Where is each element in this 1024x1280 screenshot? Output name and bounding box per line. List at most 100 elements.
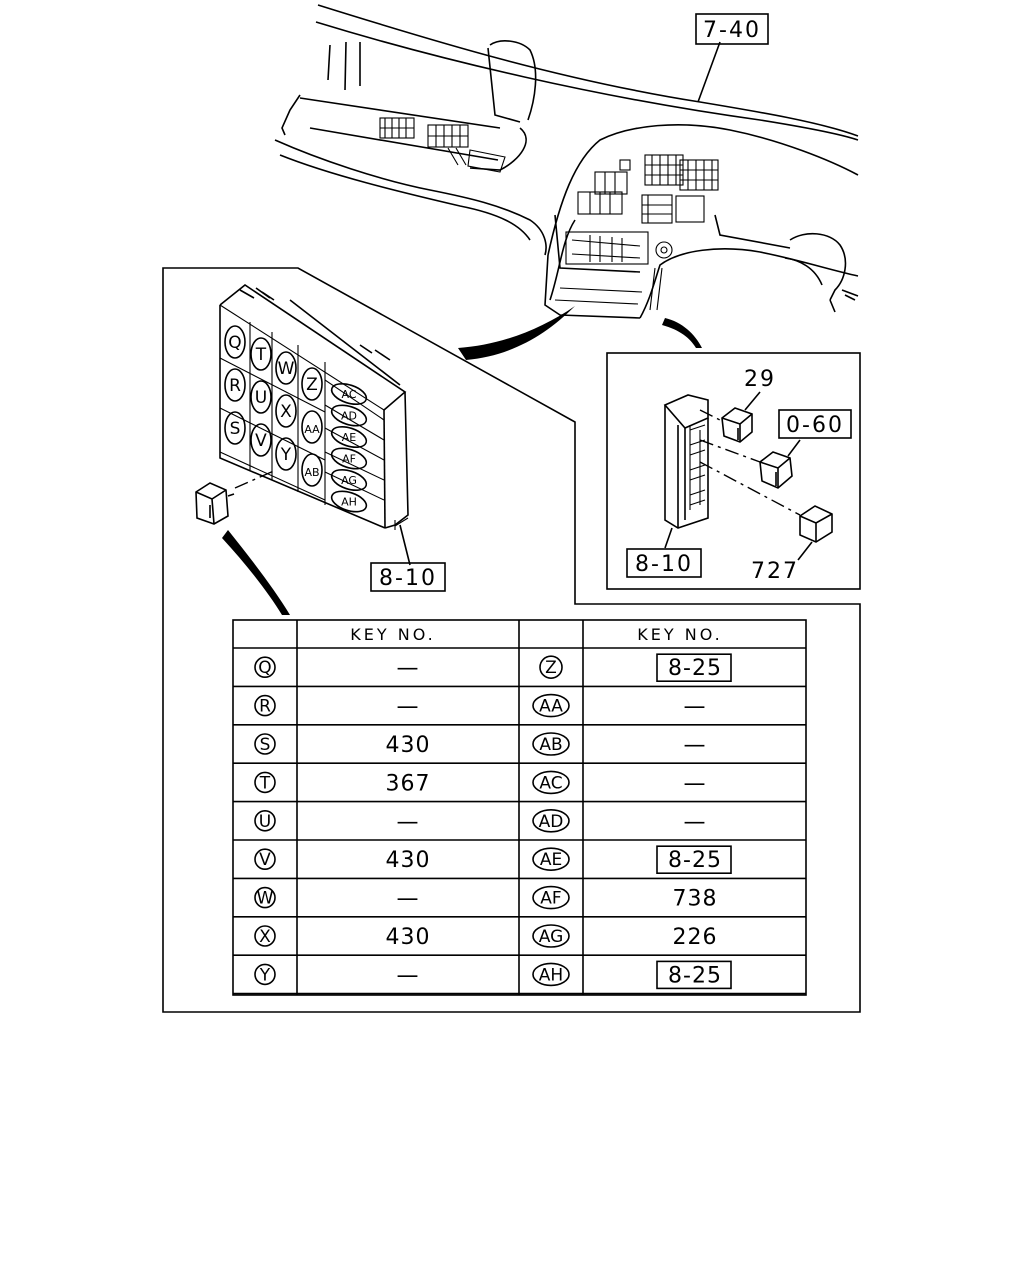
fuse-slot-ac: AC: [330, 382, 368, 406]
row-key-left: —: [397, 810, 420, 835]
callout-727: 727: [751, 559, 799, 584]
fuse-slot-label: V: [255, 431, 267, 451]
table-row: V 430 AE 8-25: [254, 845, 732, 875]
callout-8-10-right: 8-10: [635, 552, 693, 577]
callout-labels: 7-40 8-10 8-10 29 0-60 727: [370, 13, 852, 592]
fuse-slot-label: Q: [228, 333, 241, 353]
fuse-slot-label: AC: [341, 388, 356, 401]
header-key-no-left: KEY NO.: [350, 625, 435, 644]
fuse-slot-label: AG: [341, 474, 357, 487]
relay-29: [721, 391, 761, 443]
row-key-right: 8-25: [668, 963, 722, 988]
fuse-slot-label: T: [255, 345, 267, 365]
row-key-left: 430: [386, 925, 431, 950]
row-symbol-right: Z: [545, 658, 557, 678]
row-key-right: —: [684, 771, 707, 796]
row-symbol-right: AF: [540, 889, 561, 909]
fuse-slot-label: U: [255, 388, 267, 408]
row-symbol-right: AH: [539, 965, 563, 985]
row-key-left: 430: [386, 848, 431, 873]
table-row: R—AA—: [254, 693, 707, 720]
row-key-right: —: [684, 733, 707, 758]
row-symbol-left: T: [259, 773, 271, 793]
fuse-slot-label: AH: [341, 496, 357, 509]
fuse-slot-u: U: [250, 380, 272, 414]
fuse-slot-ah: AH: [330, 490, 368, 513]
row-symbol-left: W: [257, 889, 274, 909]
fuse-slot-x: X: [275, 394, 297, 428]
table-row: Q — Z 8-25: [254, 653, 732, 683]
row-symbol-left: Q: [258, 658, 271, 678]
fuse-slot-r: R: [224, 368, 246, 402]
dashboard-illustration: [274, 4, 859, 319]
table-row: S 430 AB —: [254, 732, 707, 758]
relay-0-60: [759, 439, 801, 489]
row-symbol-left: Y: [259, 965, 271, 985]
row-key-right: —: [684, 695, 707, 720]
row-symbol-left: S: [260, 735, 271, 755]
fuse-slot-z: Z: [301, 367, 323, 401]
row-symbol-right: AE: [540, 850, 562, 870]
table-row: W — AF 738: [254, 885, 718, 912]
row-symbol-right: AC: [539, 773, 562, 793]
table-row: X 430 AG 226: [254, 924, 718, 950]
fuse-slot-label: Y: [280, 445, 292, 465]
row-symbol-left: V: [259, 850, 271, 870]
fuse-slot-aa: AA: [301, 410, 323, 444]
fuse-slot-v: V: [250, 423, 272, 457]
relay-left: [195, 482, 235, 525]
fuse-slot-label: AA: [304, 423, 320, 436]
fuse-slot-q: Q: [224, 325, 246, 359]
row-symbol-left: R: [259, 697, 271, 717]
row-symbol-right: AG: [539, 927, 564, 947]
row-symbol-right: AD: [539, 812, 564, 832]
row-key-left: —: [397, 887, 420, 912]
relay-727: [797, 505, 833, 561]
fuse-slot-label: R: [229, 376, 241, 396]
relay-detail-frame: [606, 352, 861, 590]
fuse-slot-ae: AE: [330, 425, 368, 449]
row-key-right: 8-25: [668, 656, 722, 681]
fuse-slot-label: Z: [306, 375, 318, 395]
row-key-right: 738: [673, 887, 718, 912]
row-key-right: —: [684, 810, 707, 835]
header-key-no-right: KEY NO.: [637, 625, 722, 644]
fuse-slot-t: T: [250, 337, 272, 371]
relay-block: [663, 391, 833, 561]
table-row: U — AD —: [254, 808, 707, 835]
row-symbol-left: X: [259, 927, 271, 947]
row-symbol-right: AB: [539, 735, 562, 755]
row-key-left: —: [397, 963, 420, 988]
row-key-left: 367: [386, 771, 431, 796]
callout-0-60: 0-60: [786, 413, 844, 438]
fuse-slot-y: Y: [275, 437, 297, 471]
fuse-slot-label: W: [278, 359, 295, 379]
fuse-block: Q R S T U V W X Y Z AA AB AC AD AE AF AG AH: [195, 284, 411, 566]
fuse-slot-label: AF: [342, 453, 356, 466]
fuse-slot-af: AF: [330, 447, 368, 470]
fuse-slot-ad: AD: [330, 404, 368, 427]
row-key-left: —: [397, 656, 420, 681]
callout-7-40: 7-40: [703, 18, 761, 43]
row-symbol-left: U: [259, 812, 271, 832]
fuse-slot-s: S: [224, 411, 246, 445]
fuse-slot-w: W: [275, 351, 297, 385]
table-row: Y — AH 8-25: [254, 960, 732, 990]
fuse-slot-label: S: [230, 419, 241, 439]
table-row: T 367 AC —: [254, 770, 707, 796]
row-key-left: 430: [386, 733, 431, 758]
detail-frame: [162, 267, 861, 1013]
fuse-slot-ab: AB: [301, 453, 323, 487]
callout-8-10-left: 8-10: [379, 566, 437, 591]
callout-29: 29: [744, 367, 776, 392]
row-key-right: 8-25: [668, 848, 722, 873]
fuse-slot-label: AE: [342, 431, 357, 444]
fuse-slot-label: AD: [341, 410, 357, 423]
row-key-left: —: [397, 695, 420, 720]
row-key-right: 226: [673, 925, 718, 950]
pointer-arrows: [222, 306, 702, 615]
fuse-slot-label: AB: [304, 466, 319, 479]
fuse-slot-label: X: [280, 402, 292, 422]
